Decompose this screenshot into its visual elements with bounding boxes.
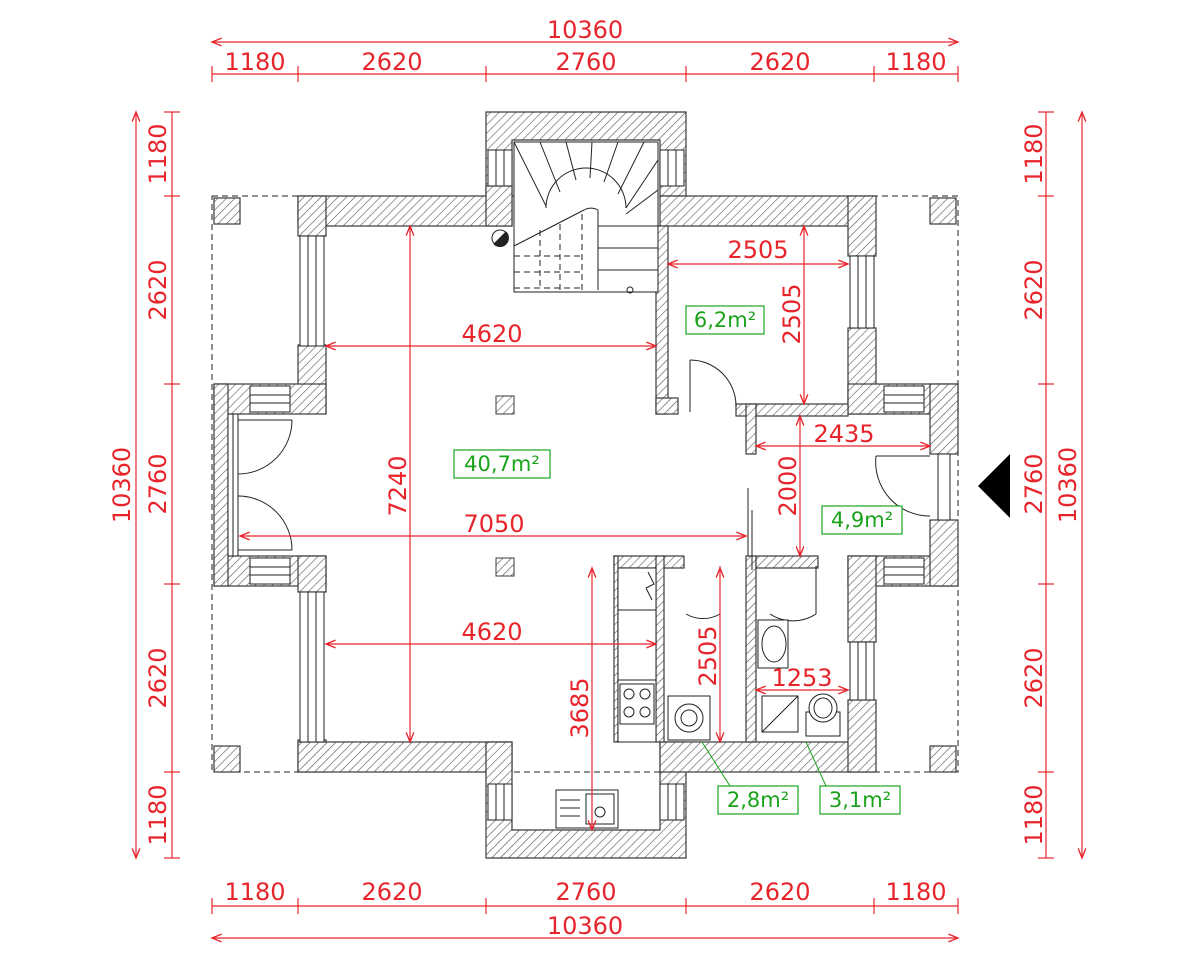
area-labels: 40,7m² 6,2m² 4,9m² 2,8m² 3,1m² [453, 305, 903, 815]
dim-wc-depth: 2505 [694, 625, 722, 686]
entrance-arrow-icon [978, 454, 1010, 518]
dim-bath-width: 1253 [771, 664, 832, 692]
dim-top-seg-1: 1180 [224, 48, 285, 76]
dim-right-seg-2: 2620 [1020, 259, 1048, 320]
dim-left-seg-1: 1180 [144, 123, 172, 184]
dim-right-total: 10360 [1054, 447, 1082, 523]
area-room: 6,2m² [694, 308, 756, 332]
dim-bottom-seg-3: 2760 [555, 878, 616, 906]
staircase [491, 141, 659, 294]
walls [211, 111, 959, 859]
dim-bottom-seg-4: 2620 [749, 878, 810, 906]
dim-living-full-width: 7050 [463, 510, 524, 538]
area-bath: 3,1m² [829, 788, 891, 812]
fixtures [495, 395, 841, 829]
windows [227, 149, 925, 821]
dim-left-total: 10360 [108, 447, 136, 523]
dimension-bottom: 1180 2620 2760 2620 1180 10360 [210, 878, 960, 943]
dim-left-seg-5: 1180 [144, 784, 172, 845]
dim-living-depth: 7240 [384, 455, 412, 516]
dim-left-seg-3: 2760 [144, 453, 172, 514]
dim-right-seg-3: 2760 [1020, 453, 1048, 514]
dim-top-seg-5: 1180 [885, 48, 946, 76]
dim-room-width: 2505 [727, 236, 788, 264]
interior-dimensions: 4620 4620 7050 7240 3685 2505 2505 2435 … [238, 224, 932, 832]
dim-living-width-bottom: 4620 [461, 618, 522, 646]
dim-kitchen-depth: 3685 [566, 677, 594, 738]
dimension-right: 10360 1180 2620 2760 2620 1180 [1020, 110, 1087, 860]
dim-right-seg-4: 2620 [1020, 647, 1048, 708]
dim-left-seg-2: 2620 [144, 259, 172, 320]
doors [237, 359, 951, 622]
dim-top-seg-2: 2620 [361, 48, 422, 76]
dim-right-seg-1: 1180 [1020, 123, 1048, 184]
dim-top-seg-4: 2620 [749, 48, 810, 76]
dim-top-total: 10360 [547, 16, 623, 44]
dim-bottom-total: 10360 [547, 912, 623, 940]
dim-bottom-seg-1: 1180 [224, 878, 285, 906]
dim-bottom-seg-2: 2620 [361, 878, 422, 906]
area-hall: 4,9m² [831, 508, 893, 532]
area-wc: 2,8m² [727, 788, 789, 812]
dim-living-width-top: 4620 [461, 320, 522, 348]
dim-left-seg-4: 2620 [144, 647, 172, 708]
dimension-top: 10360 1180 2620 2760 2620 1180 [210, 16, 960, 82]
dim-top-seg-3: 2760 [555, 48, 616, 76]
dim-right-seg-5: 1180 [1020, 784, 1048, 845]
dimension-left: 10360 1180 2620 2760 2620 1180 [108, 110, 180, 860]
dim-hall-width: 2435 [813, 420, 874, 448]
dim-hall-depth: 2000 [774, 455, 802, 516]
dim-bottom-seg-5: 1180 [885, 878, 946, 906]
dim-room-depth: 2505 [778, 283, 806, 344]
area-living: 40,7m² [464, 452, 540, 476]
